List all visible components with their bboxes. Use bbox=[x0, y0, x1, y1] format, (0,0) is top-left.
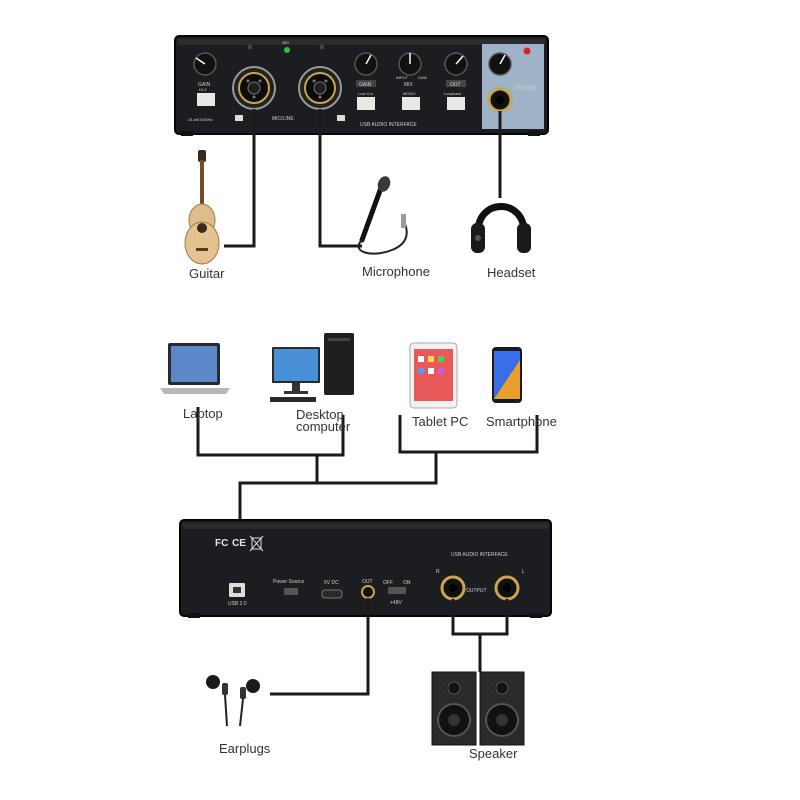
off-label: OFF bbox=[383, 580, 393, 586]
output-l-label: L bbox=[522, 569, 525, 575]
daw-label: DAW bbox=[418, 75, 427, 80]
earplugs-icon bbox=[206, 675, 260, 727]
gain2-label: GAIN bbox=[359, 82, 372, 88]
earphone-jack[interactable] bbox=[361, 585, 375, 599]
rear-out-label: OUT bbox=[362, 579, 373, 585]
desktop-icon bbox=[270, 333, 354, 402]
desktop-label-line1: Desktop bbox=[296, 407, 344, 422]
ch2-led bbox=[319, 44, 325, 50]
dc-label: 5V DC bbox=[324, 580, 339, 586]
smartphone-icon bbox=[492, 347, 522, 403]
guitar-cable bbox=[224, 109, 256, 248]
rear-brand-label: USB AUDIO INTERFACE bbox=[451, 552, 508, 558]
microphone-label: Microphone bbox=[362, 264, 430, 279]
on-label: ON bbox=[403, 580, 411, 586]
speaker-icon bbox=[431, 671, 525, 746]
clip-led bbox=[523, 47, 531, 55]
mono-label: MONO bbox=[403, 91, 415, 96]
laptop-icon bbox=[160, 343, 230, 394]
weee-icon bbox=[249, 535, 264, 552]
front-panel: PHONE GAIN Hi-Z 24-bit/192kHz 48V MIC/LI… bbox=[174, 35, 549, 136]
rear-panel: FC CE USB 2.0 Power Source 5V DC OUT OFF… bbox=[179, 519, 552, 618]
output-r-label: R bbox=[436, 569, 440, 575]
output-label: OUTPUT bbox=[466, 588, 487, 594]
headset-label: Headset bbox=[487, 265, 536, 280]
front-cables bbox=[224, 109, 502, 248]
phantom-switch[interactable] bbox=[388, 587, 406, 594]
ch2-tag bbox=[337, 115, 345, 121]
mix-label: MIX bbox=[404, 82, 414, 88]
speaker-label: Speaker bbox=[469, 746, 518, 761]
hiz-button[interactable] bbox=[197, 93, 215, 106]
guitar-label: Guitar bbox=[189, 266, 225, 281]
input-label: INPUT bbox=[396, 75, 409, 80]
mono-button[interactable] bbox=[402, 97, 420, 110]
dc-port[interactable] bbox=[321, 589, 343, 599]
power-source-switch[interactable] bbox=[284, 588, 298, 595]
desktop-label-line2: computer bbox=[296, 419, 351, 434]
ch1-tag bbox=[235, 115, 243, 121]
spec-label: 24-bit/192kHz bbox=[188, 117, 213, 122]
out-label: OUT bbox=[450, 82, 461, 88]
usb-port[interactable] bbox=[229, 583, 245, 597]
pad-led bbox=[247, 44, 253, 50]
power-source-label: Power Source bbox=[273, 579, 305, 585]
guitar-icon bbox=[184, 150, 220, 265]
microphone-cable bbox=[318, 109, 362, 248]
mic-line-label: MIC/LINE bbox=[272, 116, 294, 122]
mobile-cable bbox=[398, 415, 539, 454]
front-brand-label: USB AUDIO INTERFACE bbox=[360, 122, 417, 128]
gain1-label: GAIN bbox=[198, 82, 211, 88]
phantom-label: 48V bbox=[282, 40, 289, 45]
earplugs-cable bbox=[270, 598, 370, 696]
hiz-label: Hi-Z bbox=[199, 87, 207, 92]
tablet-icon bbox=[409, 342, 458, 409]
loopback-button[interactable] bbox=[447, 97, 465, 110]
lowcut-button[interactable] bbox=[357, 97, 375, 110]
phone-label: PHONE bbox=[515, 86, 536, 92]
fc-mark: FC bbox=[215, 538, 228, 549]
rear-phantom-label: +48V bbox=[390, 600, 402, 606]
computers-cable bbox=[196, 407, 345, 457]
rear-cables bbox=[270, 598, 509, 696]
ce-mark: CE bbox=[232, 538, 246, 549]
headset-icon bbox=[471, 203, 531, 253]
loopback-label: Loopback bbox=[444, 91, 461, 96]
phantom-led bbox=[284, 47, 290, 53]
usb-label: USB 2.0 bbox=[228, 601, 247, 607]
laptop-label: Laptop bbox=[183, 406, 223, 421]
tablet-label: Tablet PC bbox=[412, 414, 469, 429]
lowcut-label: Low Cut bbox=[358, 91, 374, 96]
earplugs-label: Earplugs bbox=[219, 741, 271, 756]
smartphone-label: Smartphone bbox=[486, 414, 557, 429]
microphone-icon bbox=[357, 176, 408, 255]
device-cables bbox=[196, 407, 539, 578]
